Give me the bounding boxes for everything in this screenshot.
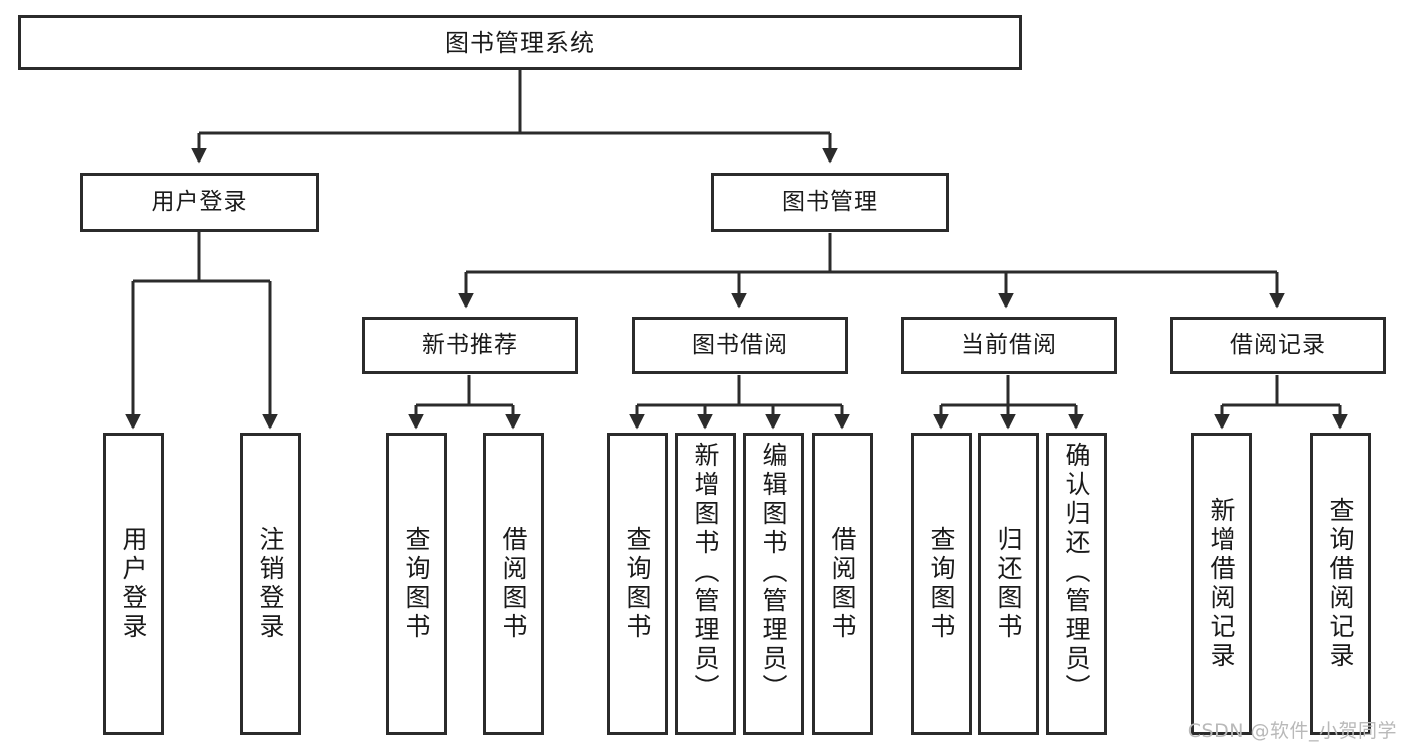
node-book-borrow[interactable]: 图书借阅 xyxy=(632,317,848,374)
node-label: 确认归还（管理员） xyxy=(1062,442,1091,703)
leaf-query-borrow-record[interactable]: 查询借阅记录 xyxy=(1310,433,1371,735)
node-label: 新增借阅记录 xyxy=(1207,497,1236,671)
node-label: 查询图书 xyxy=(402,526,431,642)
leaf-add-borrow-record[interactable]: 新增借阅记录 xyxy=(1191,433,1252,735)
leaf-confirm-return-admin[interactable]: 确认归还（管理员） xyxy=(1046,433,1107,735)
node-book-management[interactable]: 图书管理 xyxy=(711,173,949,232)
leaf-user-login[interactable]: 用户登录 xyxy=(103,433,164,735)
leaf-return-book[interactable]: 归还图书 xyxy=(978,433,1039,735)
node-label: 用户登录 xyxy=(119,526,148,642)
leaf-add-book-admin[interactable]: 新增图书（管理员） xyxy=(675,433,736,735)
node-label: 借阅图书 xyxy=(828,526,857,642)
watermark-text: CSDN @软件_小贺同学 xyxy=(1187,720,1397,742)
node-new-book-recommend[interactable]: 新书推荐 xyxy=(362,317,578,374)
leaf-borrow-book-recommend[interactable]: 借阅图书 xyxy=(483,433,544,735)
node-label: 归还图书 xyxy=(994,526,1023,642)
node-label: 查询借阅记录 xyxy=(1326,497,1355,671)
leaf-query-book[interactable]: 查询图书 xyxy=(607,433,668,735)
node-label: 注销登录 xyxy=(256,526,285,642)
node-label: 新书推荐 xyxy=(422,332,518,359)
node-label: 编辑图书（管理员） xyxy=(759,442,788,703)
node-label: 图书管理系统 xyxy=(445,28,595,57)
node-label: 借阅记录 xyxy=(1230,332,1326,359)
node-label: 查询图书 xyxy=(927,526,956,642)
node-label: 当前借阅 xyxy=(961,332,1057,359)
node-user-login[interactable]: 用户登录 xyxy=(80,173,319,232)
node-label: 新增图书（管理员） xyxy=(691,442,720,703)
node-label: 查询图书 xyxy=(623,526,652,642)
leaf-logout[interactable]: 注销登录 xyxy=(240,433,301,735)
node-label: 图书管理 xyxy=(782,189,878,216)
node-label: 借阅图书 xyxy=(499,526,528,642)
leaf-edit-book-admin[interactable]: 编辑图书（管理员） xyxy=(743,433,804,735)
node-label: 用户登录 xyxy=(151,189,248,216)
node-label: 图书借阅 xyxy=(692,332,788,359)
node-current-borrow[interactable]: 当前借阅 xyxy=(901,317,1117,374)
leaf-query-book-recommend[interactable]: 查询图书 xyxy=(386,433,447,735)
leaf-borrow-book[interactable]: 借阅图书 xyxy=(812,433,873,735)
node-borrow-record[interactable]: 借阅记录 xyxy=(1170,317,1386,374)
node-root-system[interactable]: 图书管理系统 xyxy=(18,15,1022,70)
leaf-query-book-current[interactable]: 查询图书 xyxy=(911,433,972,735)
